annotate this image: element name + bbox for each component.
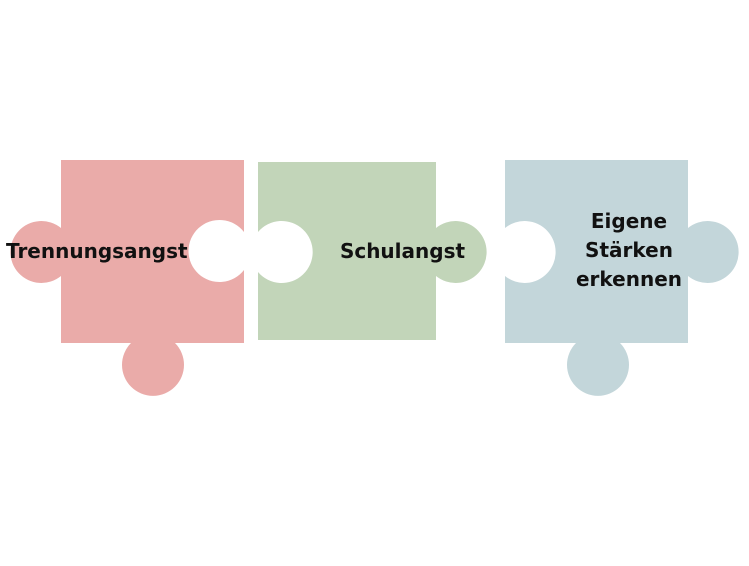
puzzle-piece-eigene-staerken [505, 160, 739, 396]
label-eigene-staerken-erkennen: Eigene Stärken erkennen [570, 207, 688, 294]
puzzle-piece-trennungsangst [10, 160, 244, 396]
label-line: erkennen [575, 267, 683, 291]
label-schulangst: Schulangst [330, 237, 475, 266]
label-line: Schulangst [339, 239, 466, 263]
puzzle-piece-schulangst [258, 162, 487, 340]
label-line: Eigene [590, 209, 668, 233]
label-line: Stärken [585, 238, 673, 262]
label-trennungsangst: Trennungsangst [6, 237, 188, 266]
label-line: Trennungsangst [6, 239, 188, 263]
